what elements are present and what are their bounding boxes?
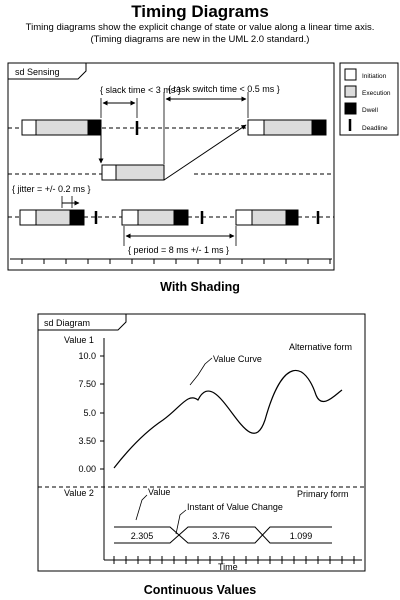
primary-form-label: Primary form	[297, 489, 349, 499]
period-label: { period = 8 ms +/- 1 ms }	[128, 245, 229, 255]
switch-arrow	[163, 124, 247, 181]
task-block	[21, 119, 102, 136]
task-block	[101, 164, 165, 181]
segment-value: 3.76	[212, 531, 230, 541]
caption-continuous-values: Continuous Values	[143, 583, 257, 597]
y-tick-label: 5.0	[83, 408, 96, 418]
legend-dwell: Dwell	[362, 107, 378, 114]
subtitle-line-1: Timing diagrams show the explicit change…	[25, 22, 375, 33]
jitter-label: { jitter = +/- 0.2 ms }	[12, 184, 91, 194]
period-annotation: { period = 8 ms +/- 1 ms }	[123, 226, 237, 255]
lifeline-2	[8, 124, 334, 181]
page-title: Timing Diagrams	[131, 2, 269, 21]
task-block	[19, 209, 85, 226]
subtitle-line-2: (Timing diagrams are new in the UML 2.0 …	[90, 34, 310, 45]
value1-label: Value 1	[64, 335, 94, 345]
task-block	[235, 209, 299, 226]
y-tick-label: 10.0	[78, 351, 96, 361]
caption-with-shading: With Shading	[160, 280, 240, 294]
time-axis: Time	[104, 556, 362, 572]
value-curve-pointer	[189, 357, 213, 386]
segment-value: 1.099	[290, 531, 313, 541]
sensing-time-axis	[10, 258, 332, 264]
value-label: Value	[148, 487, 170, 497]
value-segments: 2.305 3.76 1.099	[114, 526, 332, 544]
lifeline-1	[8, 119, 327, 136]
task-block	[121, 209, 189, 226]
task-switch-label: { task switch time < 0.5 ms }	[168, 84, 280, 94]
instant-label: Instant of Value Change	[187, 502, 283, 512]
slack-time-annotation: { slack time < 3 ms }	[100, 85, 181, 118]
value-curve-label: Value Curve	[213, 354, 262, 364]
lifeline-3	[8, 209, 334, 226]
sensing-frame-label: sd Sensing	[15, 67, 60, 77]
task-block	[247, 119, 327, 136]
legend-initiation: Initiation	[362, 73, 387, 80]
task-switch-annotation: { task switch time < 0.5 ms }	[163, 84, 280, 164]
value-frame-label: sd Diagram	[44, 318, 90, 328]
value-frame: sd Diagram	[37, 313, 366, 572]
legend: Initiation Execution Dwell Deadline	[339, 62, 399, 136]
value2-label: Value 2	[64, 488, 94, 498]
value-curve	[113, 370, 343, 469]
jitter-annotation: { jitter = +/- 0.2 ms }	[12, 184, 91, 208]
legend-execution: Execution	[362, 90, 391, 97]
legend-deadline: Deadline	[362, 125, 388, 132]
y-tick-label: 0.00	[78, 464, 96, 474]
value-pointer	[135, 494, 148, 521]
time-label: Time	[218, 562, 238, 572]
value1-axis: 10.0 7.50 5.0 3.50 0.00	[78, 338, 105, 560]
segment-value: 2.305	[131, 531, 154, 541]
slack-time-label: { slack time < 3 ms }	[100, 85, 181, 95]
y-tick-label: 7.50	[78, 379, 96, 389]
y-tick-label: 3.50	[78, 436, 96, 446]
instant-pointer	[175, 509, 187, 535]
alt-form-label: Alternative form	[289, 342, 352, 352]
